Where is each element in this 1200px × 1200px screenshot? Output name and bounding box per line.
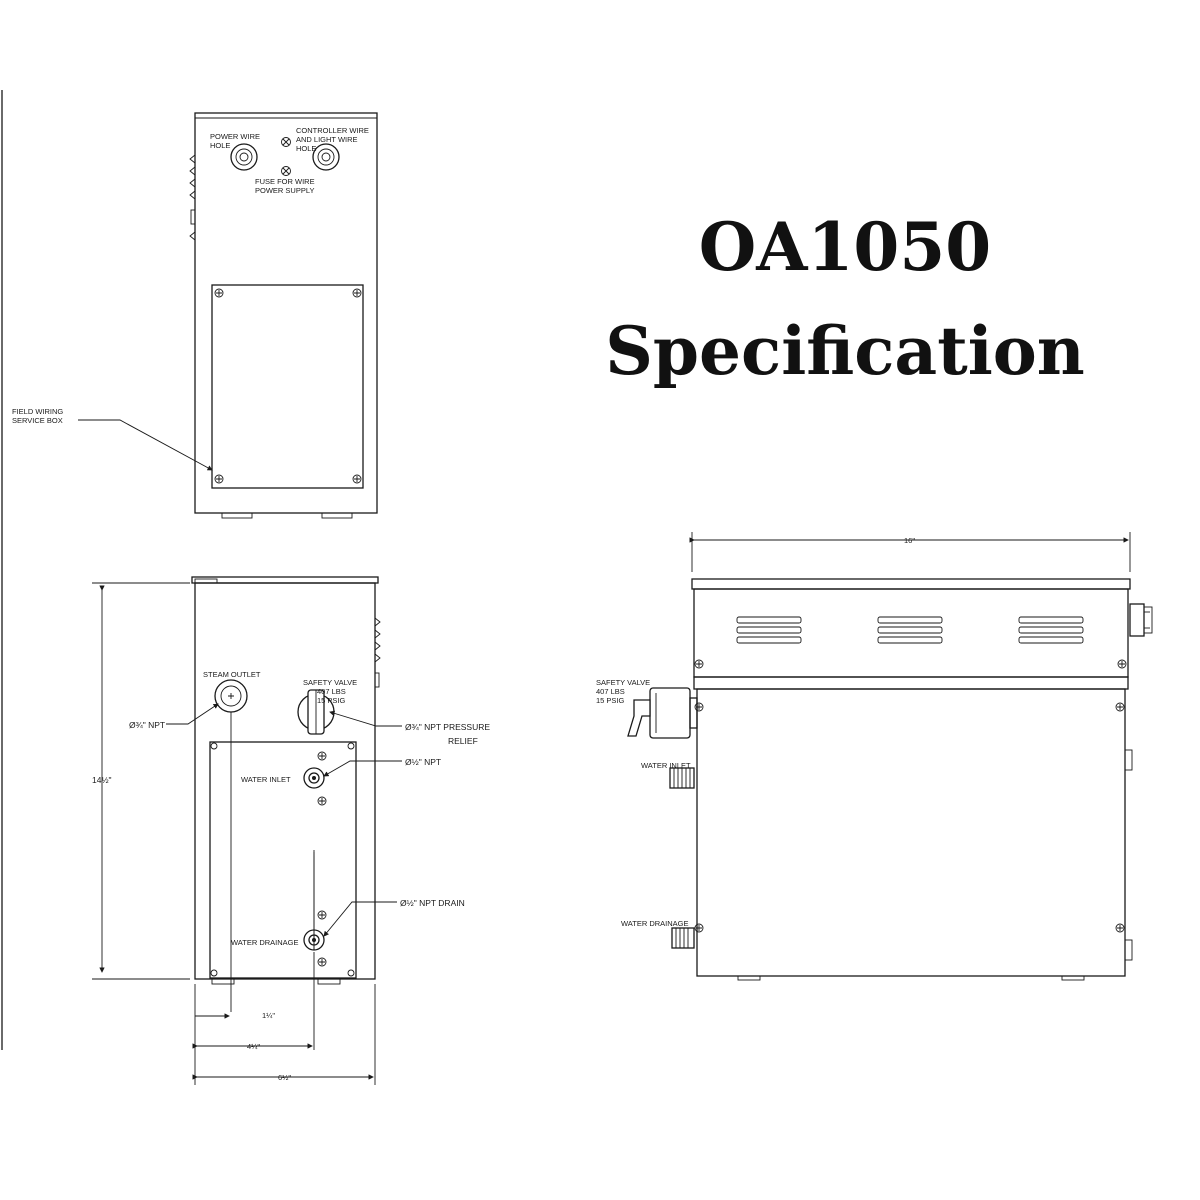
- outlet-offset-label: 1¼": [262, 1011, 275, 1020]
- water-inlet: [303, 767, 325, 789]
- spec-subtitle: Specification: [605, 312, 1085, 390]
- steam-outlet-label: STEAM OUTLET: [203, 670, 261, 679]
- front-view: STEAM OUTLET Ø¾" NPT SAFETY VALVE 407 LB…: [92, 576, 490, 1085]
- height-dimension-label: 14½": [92, 775, 112, 785]
- side-water-inlet: [669, 767, 695, 789]
- model-title: OA1050: [698, 208, 992, 286]
- width-label: 6½": [278, 1073, 291, 1082]
- field-wiring-service-box: [211, 284, 364, 489]
- controller-wire-hole: [312, 143, 340, 171]
- safety-valve-label-2: 407 LBS: [317, 687, 346, 696]
- side-water-drainage: [671, 927, 695, 949]
- power-wire-hole: [230, 143, 258, 171]
- fuse-label-2: POWER SUPPLY: [255, 186, 314, 195]
- controller-wire-label-3: HOLE: [296, 144, 316, 153]
- fuse-label: FUSE FOR WIRE: [255, 177, 315, 186]
- side-safety-valve-label-3: 15 PSIG: [596, 696, 625, 705]
- side-lid: [691, 578, 1131, 590]
- power-wire-hole-label-2: HOLE: [210, 141, 230, 150]
- top-view-body: [194, 112, 378, 514]
- side-band: [693, 676, 1129, 690]
- pressure-relief-label-2: RELIEF: [448, 736, 478, 746]
- drain-size-label: Ø½" NPT DRAIN: [400, 898, 465, 908]
- drain-offset-label: 4¼": [247, 1042, 260, 1051]
- side-water-drainage-label: WATER DRAINAGE: [621, 919, 689, 928]
- water-drainage-label: WATER DRAINAGE: [231, 938, 299, 947]
- side-safety-valve-label: SAFETY VALVE: [596, 678, 650, 687]
- side-vents: [736, 616, 1084, 644]
- field-wiring-label-2: SERVICE BOX: [12, 416, 63, 425]
- controller-wire-label-2: AND LIGHT WIRE: [296, 135, 358, 144]
- field-wiring-label: FIELD WIRING: [12, 407, 63, 416]
- safety-valve-label-3: 15 PSIG: [317, 696, 346, 705]
- front-inner-panel: [209, 741, 357, 979]
- length-label: 16": [904, 536, 915, 545]
- top-view: POWER WIRE HOLE CONTROLLER WIRE AND LIGH…: [12, 112, 378, 519]
- controller-wire-label: CONTROLLER WIRE: [296, 126, 369, 135]
- power-wire-hole-label: POWER WIRE: [210, 132, 260, 141]
- water-inlet-label: WATER INLET: [241, 775, 291, 784]
- pressure-relief-label: Ø¾" NPT PRESSURE: [405, 722, 490, 732]
- steam-outlet-size-label: Ø¾" NPT: [129, 720, 165, 730]
- field-wiring-leader: [78, 419, 213, 471]
- steam-outlet: [214, 679, 248, 713]
- side-safety-valve-label-2: 407 LBS: [596, 687, 625, 696]
- side-lower-body: [696, 688, 1126, 977]
- side-water-inlet-label: WATER INLET: [641, 761, 691, 770]
- water-inlet-size-label: Ø½" NPT: [405, 757, 441, 767]
- safety-valve-label: SAFETY VALVE: [303, 678, 357, 687]
- safety-valve: [297, 689, 335, 735]
- side-safety-valve: [627, 687, 698, 739]
- cable-gland: [1129, 603, 1153, 637]
- side-view: 16": [596, 532, 1153, 981]
